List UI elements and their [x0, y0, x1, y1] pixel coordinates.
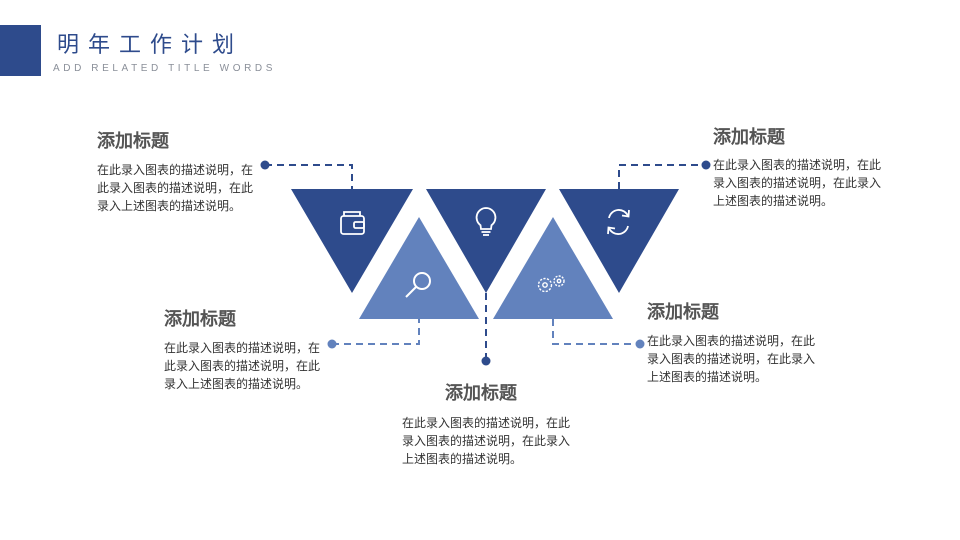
text-block-3: 添加标题 在此录入图表的描述说明，在此录入图表的描述说明，在此录入上述图表的描述… — [402, 379, 580, 468]
block-3-text: 在此录入图表的描述说明，在此录入图表的描述说明，在此录入上述图表的描述说明。 — [402, 416, 571, 466]
text-block-5: 添加标题 在此录入图表的描述说明，在此录入图表的描述说明，在此录入上述图表的描述… — [713, 123, 891, 210]
page-subtitle: ADD RELATED TITLE WORDS — [53, 63, 277, 74]
triangle-light-2 — [493, 217, 613, 319]
connector-4 — [552, 319, 640, 345]
block-4-text: 在此录入图表的描述说明，在此录入图表的描述说明，在此录入上述图表的描述说明。 — [647, 334, 816, 384]
text-block-2: 添加标题 在此录入图表的描述说明，在此录入图表的描述说明，在此录入上述图表的描述… — [164, 305, 329, 393]
block-4-heading: 添加标题 — [647, 302, 719, 322]
block-1-heading: 添加标题 — [97, 131, 169, 151]
connector-5 — [618, 164, 706, 189]
triangle-dark-1 — [291, 189, 413, 293]
magnifier-icon — [405, 272, 431, 298]
wallet-icon — [340, 211, 365, 235]
text-block-1: 添加标题 在此录入图表的描述说明，在此录入图表的描述说明，在此录入上述图表的描述… — [97, 127, 262, 215]
connector-2 — [332, 319, 420, 345]
connector-dot-1 — [260, 160, 270, 170]
triangle-light-1 — [359, 217, 479, 319]
block-1-text: 在此录入图表的描述说明，在此录入图表的描述说明，在此录入上述图表的描述说明。 — [97, 163, 254, 213]
connector-dot-3 — [481, 356, 491, 366]
block-5-heading: 添加标题 — [713, 127, 785, 147]
block-2-heading: 添加标题 — [164, 309, 236, 329]
connector-1 — [265, 164, 353, 189]
connector-dot-5 — [701, 160, 711, 170]
gears-icon — [537, 275, 565, 293]
triangle-dark-2 — [426, 189, 546, 293]
triangle-dark-3 — [559, 189, 679, 293]
connector-dot-2 — [327, 339, 337, 349]
block-2-text: 在此录入图表的描述说明，在此录入图表的描述说明，在此录入上述图表的描述说明。 — [164, 341, 321, 391]
lightbulb-icon — [475, 207, 497, 236]
block-5-text: 在此录入图表的描述说明，在此录入图表的描述说明，在此录入上述图表的描述说明。 — [713, 158, 882, 208]
text-block-4: 添加标题 在此录入图表的描述说明，在此录入图表的描述说明，在此录入上述图表的描述… — [647, 298, 825, 386]
header-accent-block — [0, 25, 41, 76]
connector-dot-4 — [635, 339, 645, 349]
block-3-heading: 添加标题 — [445, 383, 517, 403]
refresh-icon — [607, 209, 630, 235]
page-title: 明年工作计划 — [57, 32, 244, 57]
